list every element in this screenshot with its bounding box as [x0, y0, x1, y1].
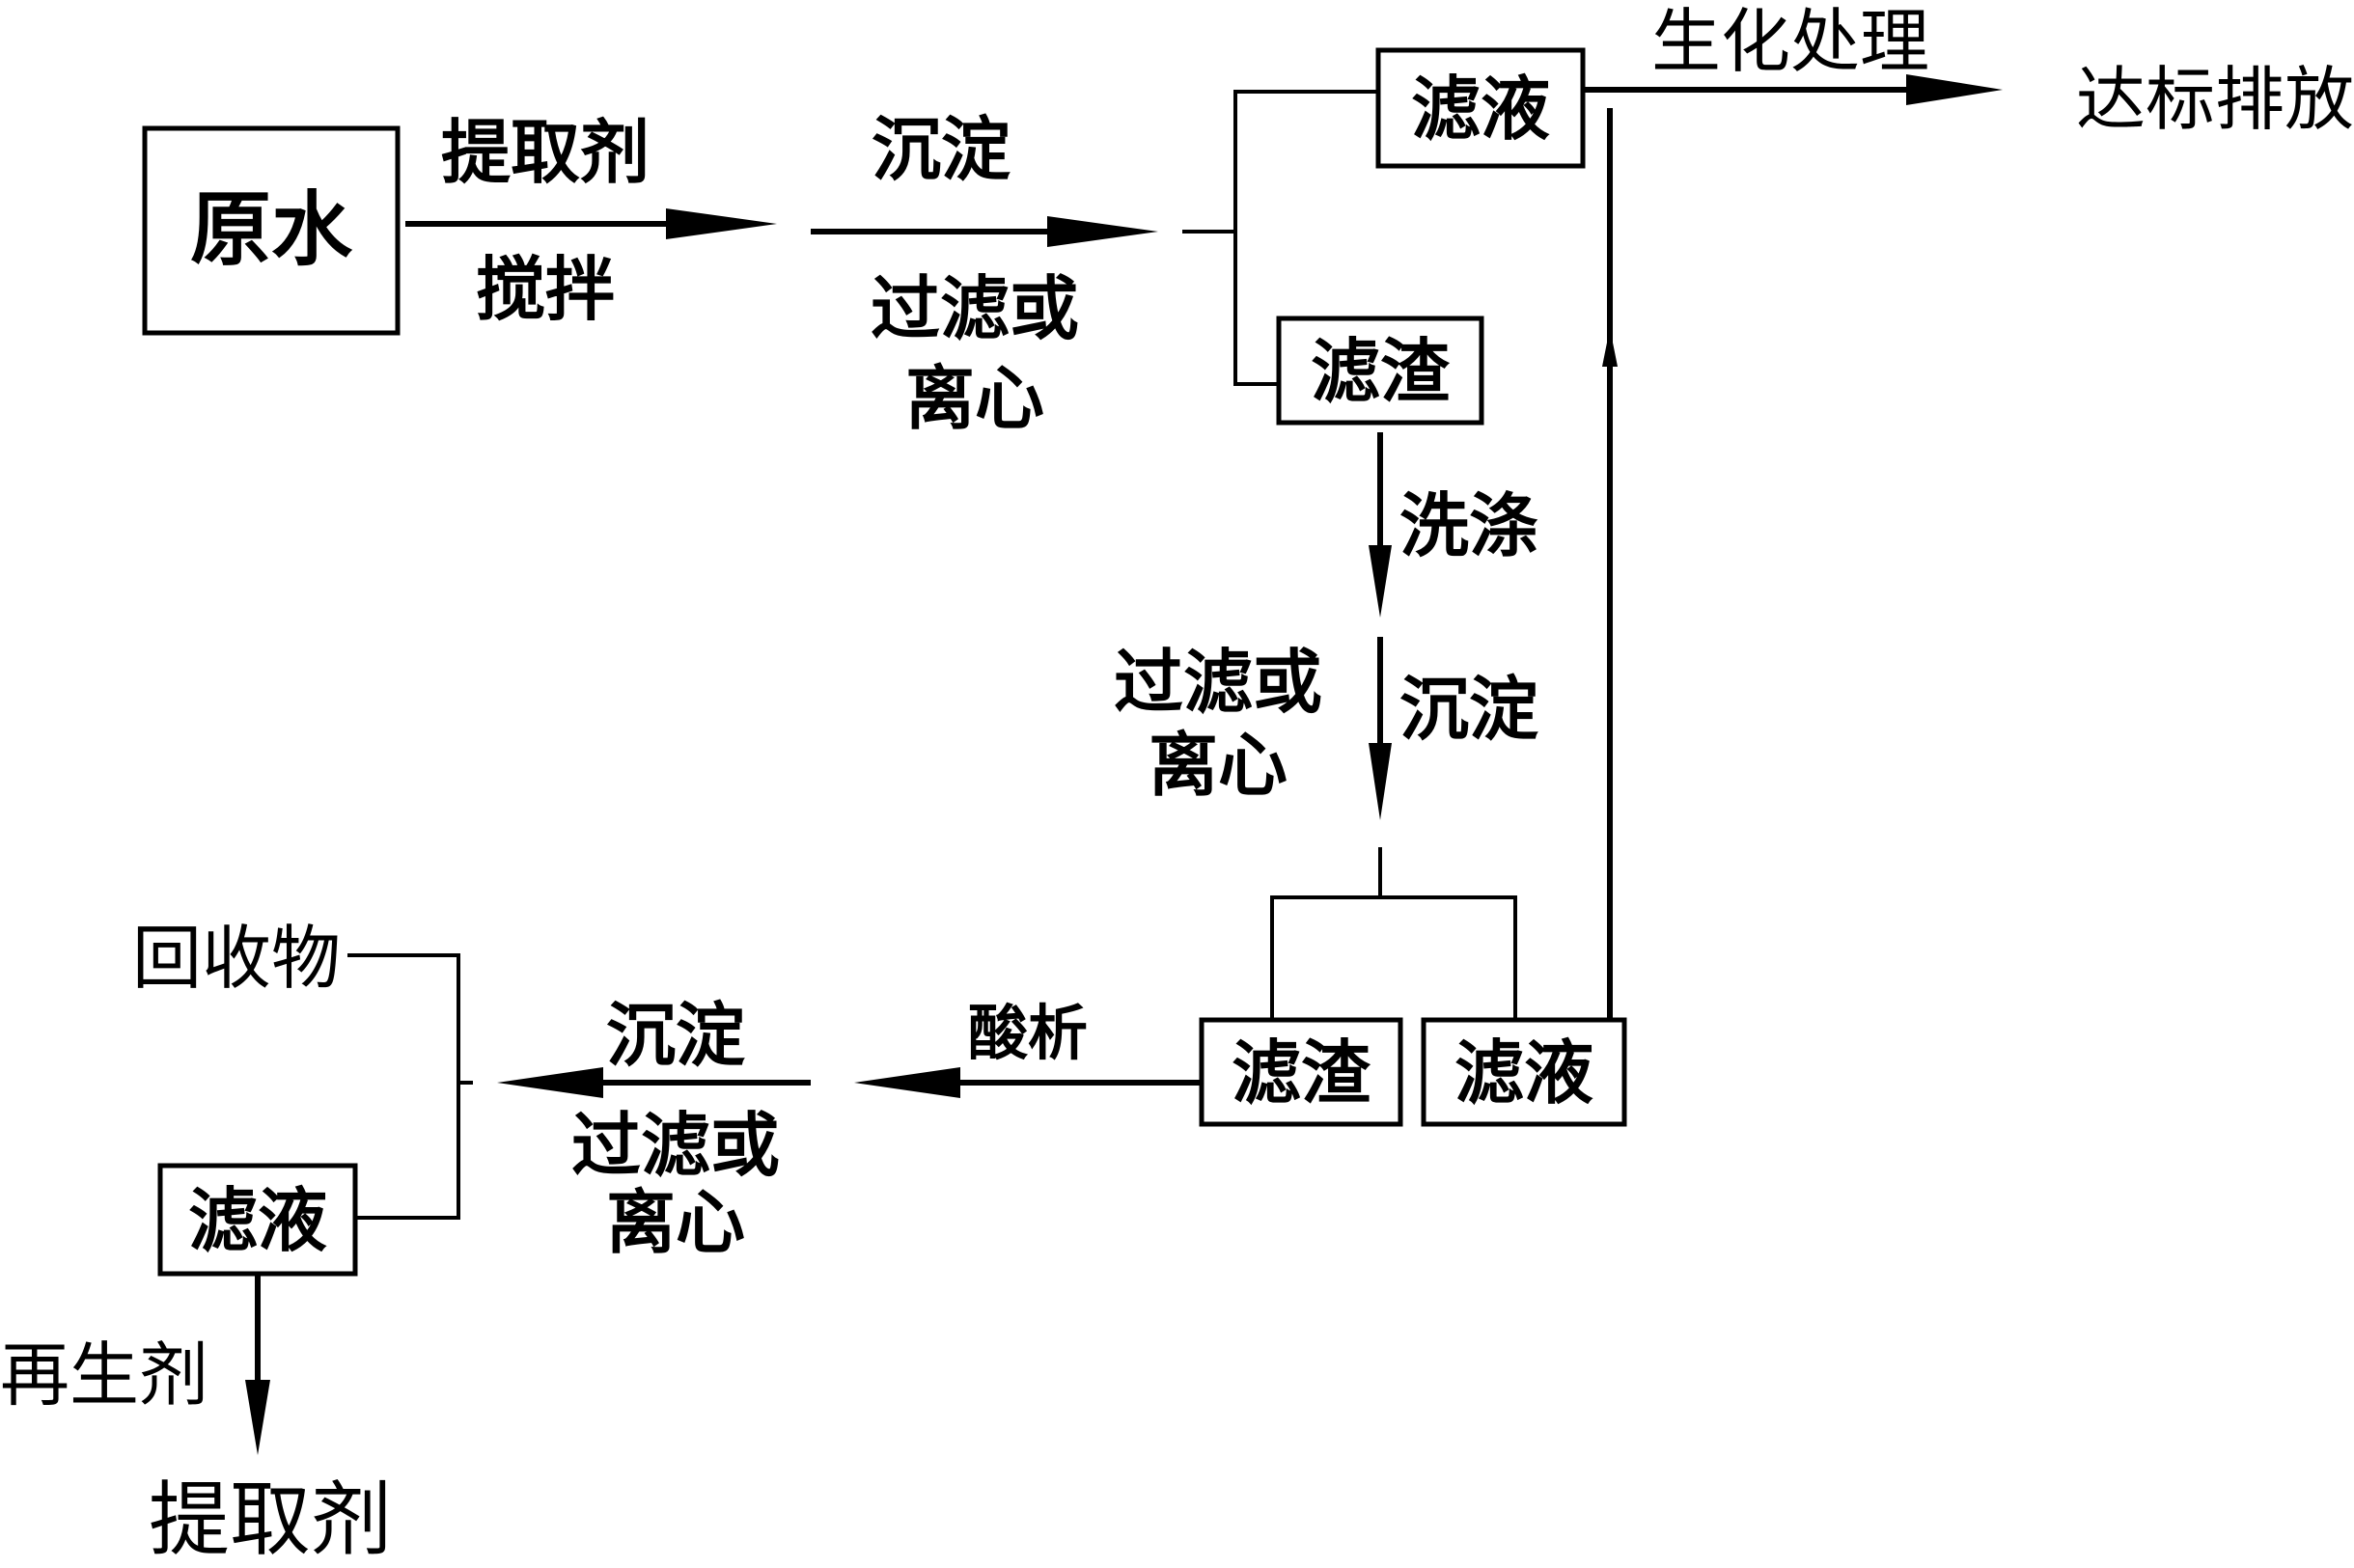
- arrow-head-settle-1: [1047, 216, 1158, 247]
- recovered-label: 回收物: [132, 918, 341, 999]
- raw-water-label: 原水: [190, 182, 353, 277]
- label-filter-3-line2: 离心: [606, 1182, 745, 1263]
- residue-top-box: [1276, 316, 1484, 426]
- arrow-head-acid: [854, 1067, 960, 1098]
- filtrate-top-label: 滤液: [1411, 69, 1550, 150]
- discharge-label: 达标排放: [2076, 59, 2354, 140]
- label-filter-2-line2: 离心: [1149, 725, 1288, 806]
- arrow-head-regenerant: [245, 1380, 270, 1455]
- extractant-out-label: 提取剂: [149, 1472, 392, 1567]
- split-bracket-3: [347, 953, 460, 1220]
- filtrate-left-label: 滤液: [188, 1180, 327, 1261]
- arrow-head-settle-3: [497, 1067, 603, 1098]
- label-settle-2: 沉淀: [1399, 669, 1538, 750]
- arrow-head-raw-to-mix: [666, 208, 777, 239]
- split-bracket-2: [1270, 895, 1517, 1020]
- label-settle-1: 沉淀: [872, 109, 1011, 190]
- filtrate-bottom-label: 滤液: [1454, 1032, 1593, 1114]
- label-filter-2-line1: 过滤或: [1114, 642, 1322, 723]
- label-filter-1-line2: 离心: [905, 358, 1044, 439]
- filtrate-bottom-box: [1421, 1017, 1627, 1127]
- label-acid: 酸析: [968, 998, 1088, 1068]
- arrow-head-biochem: [1906, 74, 2003, 105]
- raw-water-box: [142, 125, 401, 336]
- label-filter-3-line1: 过滤或: [571, 1105, 780, 1186]
- split-bracket-1: [1233, 90, 1378, 386]
- arrow-head-settle-2: [1369, 743, 1392, 820]
- filtrate-left-box: [157, 1163, 358, 1277]
- arrow-head-return: [1602, 328, 1618, 367]
- filtrate-top-box: [1375, 47, 1586, 169]
- label-biochem: 生化处理: [1651, 1, 1929, 82]
- residue-bottom-label: 滤渣: [1232, 1032, 1371, 1114]
- residue-top-label: 滤渣: [1311, 331, 1451, 412]
- label-stir: 搅拌: [476, 249, 615, 330]
- residue-bottom-box: [1199, 1017, 1403, 1127]
- label-wash: 洗涤: [1399, 485, 1538, 566]
- arrow-head-wash: [1369, 545, 1392, 618]
- label-add-extractant: 提取剂: [441, 112, 650, 193]
- label-settle-3: 沉淀: [606, 995, 745, 1076]
- label-filter-1-line1: 过滤或: [871, 268, 1079, 349]
- label-regenerant: 再生剂: [0, 1334, 208, 1416]
